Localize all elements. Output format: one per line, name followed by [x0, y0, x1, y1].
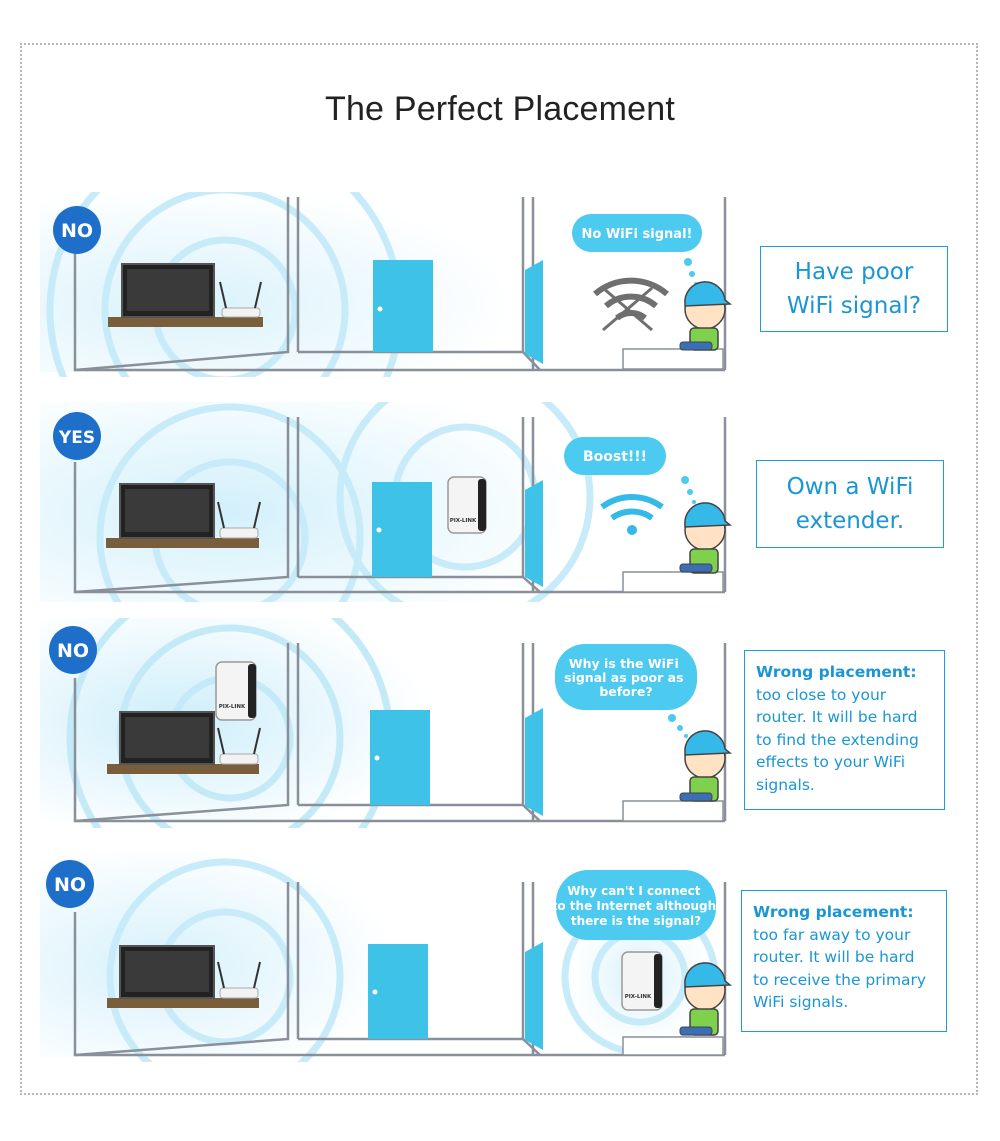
scene-illustration: PIX-LINK NO Why is the WiFi signal as po…	[40, 618, 733, 828]
speech-bubble-text: Why is the WiFi signal as poor as before…	[564, 656, 688, 699]
door	[372, 482, 432, 577]
caption-line: router. It will be hard	[756, 708, 918, 726]
scene-illustration: PIX-LINK YES Boost!!!	[40, 402, 733, 602]
caption-box-3: Wrong placement: too close to your route…	[744, 650, 945, 810]
caption-box-4: Wrong placement: too far away to your ro…	[741, 890, 947, 1032]
speech-bubble	[556, 870, 716, 940]
open-door	[525, 480, 543, 587]
router	[219, 281, 262, 318]
sitting-boy	[622, 730, 733, 822]
badge-circle	[53, 206, 101, 254]
door	[368, 944, 428, 1039]
caption-line: signals.	[756, 775, 815, 794]
caption-line: to receive the primary	[753, 970, 927, 989]
open-door	[525, 942, 543, 1050]
scene-too-close: PIX-LINK NO Why is the WiFi signal as po…	[40, 618, 740, 828]
speech-bubble-text: Boost!!!	[583, 449, 647, 465]
caption-line: to find the extending	[756, 730, 919, 749]
speech-bubble	[555, 644, 697, 710]
speech-bubble	[572, 214, 702, 252]
sitting-boy	[622, 281, 733, 370]
caption-line: too far away to your	[753, 925, 911, 944]
caption-box-1: Have poor WiFi signal?	[760, 246, 948, 332]
door	[373, 260, 433, 352]
tv-shelf	[107, 998, 259, 1008]
wifi-extender: PIX-LINK	[215, 661, 257, 721]
caption-line: Own a WiFi	[786, 473, 914, 500]
badge-label: NO	[57, 640, 89, 662]
badge-circle	[53, 412, 101, 460]
open-door	[525, 260, 543, 364]
caption-line: WiFi signals.	[753, 993, 849, 1011]
badge-circle	[46, 860, 94, 908]
scene-illustration: NO No WiFi signal!	[40, 192, 733, 377]
door	[370, 710, 430, 805]
badge-label: YES	[58, 428, 95, 448]
caption-line: extender.	[795, 508, 905, 534]
scene-no-signal: NO No WiFi signal!	[40, 192, 740, 377]
door-knob	[377, 306, 383, 312]
caption-line: router. It will be hard	[753, 948, 915, 966]
tv-shelf	[107, 764, 259, 774]
wifi-extender: PIX-LINK	[447, 476, 487, 534]
caption-line: WiFi signal?	[786, 293, 922, 319]
badge-label: NO	[54, 874, 86, 896]
speech-bubble-text: No WiFi signal!	[582, 227, 693, 242]
page-title: The Perfect Placement	[324, 90, 676, 128]
wifi-icon	[600, 494, 664, 535]
caption-box-2: Own a WiFi extender.	[756, 460, 944, 548]
badge-label: NO	[61, 220, 93, 242]
room-walls	[73, 643, 727, 823]
sitting-boy	[622, 962, 733, 1056]
extender-brand: PIX-LINK	[219, 704, 246, 710]
router	[217, 961, 261, 999]
dotted-frame	[20, 43, 978, 1095]
scene-extender-correct: PIX-LINK YES Boost!!!	[40, 402, 740, 602]
sitting-boy	[622, 502, 733, 593]
tv-shelf	[106, 538, 259, 548]
caption-line: too close to your	[756, 685, 887, 704]
router	[217, 727, 261, 765]
no-wifi-icon	[593, 277, 669, 332]
open-door	[525, 708, 543, 816]
router	[217, 501, 261, 539]
extender-brand: PIX-LINK	[450, 518, 477, 524]
speech-bubble-text: Why can't I connect to the Internet alth…	[552, 884, 721, 928]
caption-line: effects to your WiFi	[756, 753, 906, 771]
caption-heading: Wrong placement:	[753, 903, 914, 921]
speech-bubble	[564, 437, 666, 475]
scene-too-far: PIX-LINK NO Why can't I connect to the I…	[40, 852, 740, 1062]
caption-line: Have poor	[794, 258, 914, 285]
badge-circle	[49, 626, 97, 674]
tv-shelf	[108, 317, 263, 327]
extender-brand: PIX-LINK	[625, 994, 652, 1000]
scene-illustration: PIX-LINK NO Why can't I connect to the I…	[40, 852, 733, 1062]
caption-heading: Wrong placement:	[756, 663, 917, 681]
wifi-extender: PIX-LINK	[621, 951, 663, 1011]
